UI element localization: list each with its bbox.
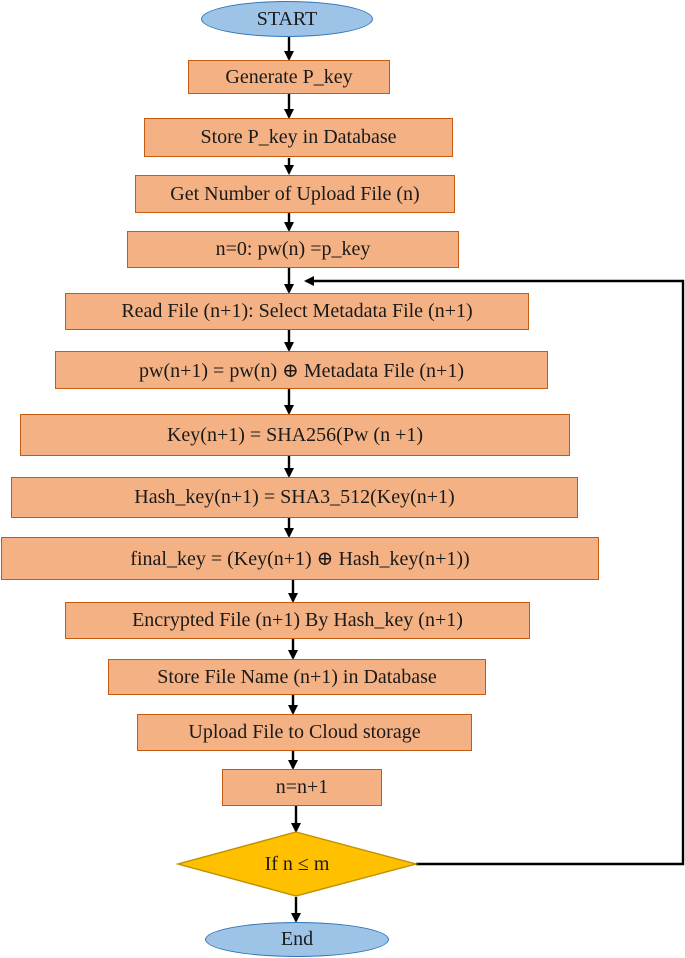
decision-diamond bbox=[175, 831, 419, 897]
step-store-p-key: Store P_key in Database bbox=[144, 118, 453, 157]
step-init-pw: n=0: pw(n) =p_key bbox=[127, 231, 459, 268]
step-generate-p-key: Generate P_key bbox=[188, 60, 390, 94]
step-increment-n: n=n+1 bbox=[222, 769, 382, 806]
decision-label: If n ≤ m bbox=[264, 852, 330, 875]
step-final-key: final_key = (Key(n+1) ⊕ Hash_key(n+1)) bbox=[1, 537, 599, 580]
step-encrypt-file: Encrypted File (n+1) By Hash_key (n+1) bbox=[65, 602, 530, 639]
step-read-file: Read File (n+1): Select Metadata File (n… bbox=[65, 293, 529, 330]
step-pw-xor-metadata: pw(n+1) = pw(n) ⊕ Metadata File (n+1) bbox=[55, 351, 548, 389]
step-sha256-key: Key(n+1) = SHA256(Pw (n +1) bbox=[20, 414, 570, 456]
step-sha3-512-hash-key: Hash_key(n+1) = SHA3_512(Key(n+1) bbox=[11, 477, 578, 518]
step-upload-file: Upload File to Cloud storage bbox=[137, 714, 472, 751]
step-store-file-name: Store File Name (n+1) in Database bbox=[108, 659, 486, 695]
start-terminal: START bbox=[201, 1, 373, 37]
loop-back-arrow bbox=[304, 276, 685, 866]
step-get-number-of-files: Get Number of Upload File (n) bbox=[135, 175, 455, 213]
end-terminal: End bbox=[205, 922, 389, 957]
